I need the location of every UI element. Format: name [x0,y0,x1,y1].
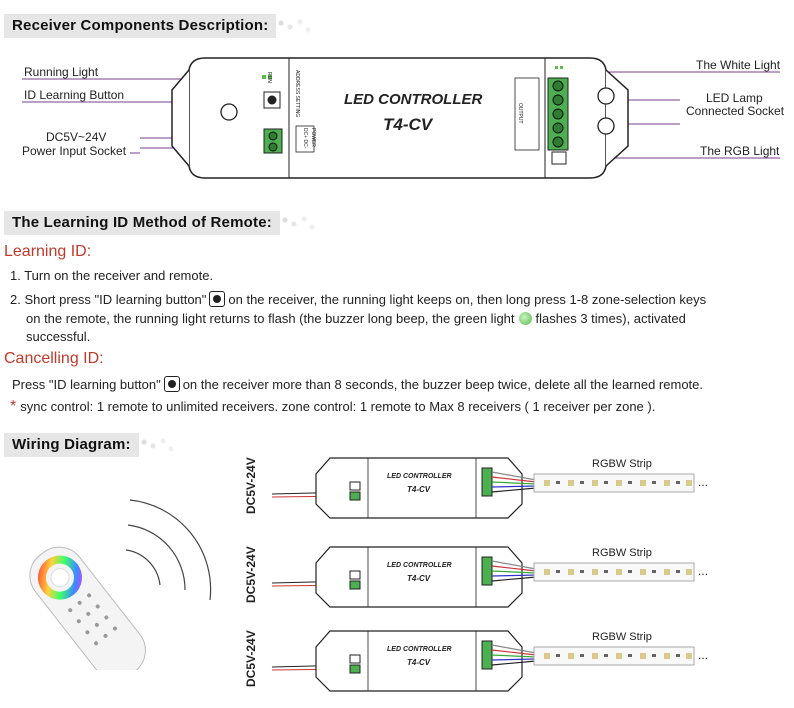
dc-text: DC+ DC- [302,128,308,149]
strip-ellipsis-2: ... [698,564,709,578]
remote-control-image [29,499,212,670]
label-id-learning-button: ID Learning Button [24,88,125,102]
components-title-text: Receiver Components Description: [12,17,269,34]
wiring-unit-3-drawing [271,630,695,692]
address-setting-text: ADDRESS SETTING [294,70,300,117]
label-lamp-line1: LED Lamp [706,91,763,105]
cancel-text-a: Press "ID learning button" [12,377,161,392]
receiver-diagram [22,57,780,179]
wiring-unit-1: DC5V-24V LED CONTROLLER T4-CV RGBW Strip… [244,452,794,532]
asterisk-icon: * [10,398,17,415]
power-label-1: DC5V-24V [244,457,258,514]
wiring-unit-3: DC5V-24V LED CONTROLLER T4-CV RGBW Strip… [244,625,794,705]
strip-label-1: RGBW Strip [592,458,652,470]
label-rgb-light: The RGB Light [700,144,780,158]
section-title-learning: The Learning ID Method of Remote: [4,211,324,235]
learning-step-2-line3: successful. [26,329,91,344]
wiring-unit-2: DC5V-24V LED CONTROLLER T4-CV RGBW Strip… [244,541,794,621]
step2-text-b: on the receiver, the running light keeps… [228,292,707,307]
label-lamp-line2: Connected Socket [686,104,785,118]
controller-title-2: LED CONTROLLER [387,562,452,569]
receiver-housing [188,57,607,179]
learning-button-icon [209,291,226,307]
section-title-wiring: Wiring Diagram: [4,433,183,457]
output-text: OUTPUT [517,103,523,124]
learning-step-2-line1: 2. Short press "ID learning button" on th… [10,291,706,307]
run-text: RUN [266,72,272,83]
learning-id-title: Learning ID: [4,243,92,260]
controller-title-3: LED CONTROLLER [387,646,452,653]
power-label-3: DC5V-24V [244,630,258,687]
controller-title-1: LED CONTROLLER [387,473,452,480]
sync-zone-note: *sync control: 1 remote to unlimited rec… [10,398,655,416]
strip-ellipsis-1: ... [698,475,709,489]
device-model: T4-CV [383,115,433,134]
learning-step-2-line2: on the remote, the running light returns… [26,311,686,326]
label-white-light: The White Light [696,58,781,72]
green-light-icon [518,312,532,325]
cancelling-id-title: Cancelling ID: [4,350,104,367]
learning-step-1: 1. Turn on the receiver and remote. [10,268,214,283]
label-power-line2: Power Input Socket [22,144,127,158]
controller-model-1: T4-CV [407,485,431,494]
device-title: LED CONTROLLER [344,91,483,108]
wiring-title-text: Wiring Diagram: [12,436,131,453]
wiring-unit-2-drawing [271,546,695,608]
power-text: POWER [310,128,316,147]
learning-button-icon-2 [163,376,180,392]
step2-text-a: 2. Short press "ID learning button" [10,292,207,307]
sync-note-text: sync control: 1 remote to unlimited rece… [20,399,656,414]
controller-model-3: T4-CV [407,658,431,667]
step2-line2-b: flashes 3 times), activated [535,311,686,326]
learning-method-title-text: The Learning ID Method of Remote: [12,214,272,231]
cancel-instruction: Press "ID learning button" on the receive… [12,376,703,392]
label-power-line1: DC5V~24V [46,130,107,144]
section-title-components: Receiver Components Description: [4,14,322,38]
strip-label-3: RGBW Strip [592,631,652,643]
cancel-text-b: on the receiver more than 8 seconds, the… [182,377,704,392]
strip-label-2: RGBW Strip [592,547,652,559]
power-label-2: DC5V-24V [244,546,258,603]
wiring-unit-1-drawing [271,457,695,519]
label-running-light: Running Light [24,65,99,79]
controller-model-2: T4-CV [407,574,431,583]
strip-ellipsis-3: ... [698,648,709,662]
step2-line2-a: on the remote, the running light returns… [26,311,515,326]
